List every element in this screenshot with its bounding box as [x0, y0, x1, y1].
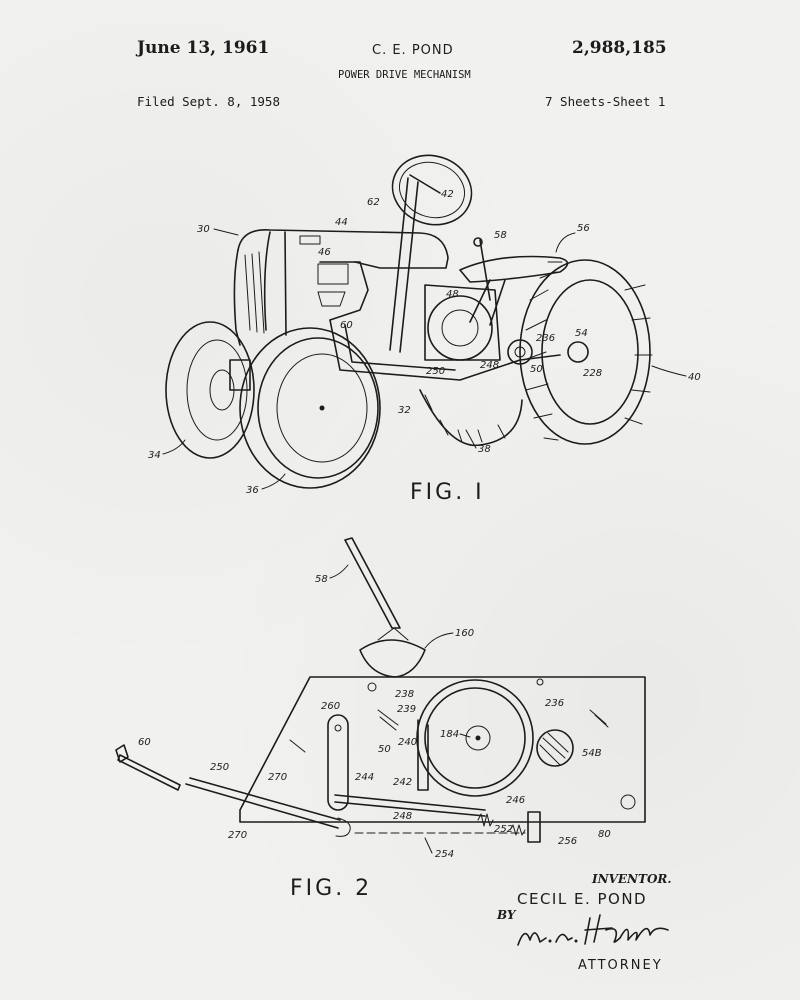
svg-text:54B: 54B — [582, 748, 602, 759]
steering-column — [389, 177, 409, 351]
front-right-wheel — [239, 327, 381, 489]
rear-right-tire — [519, 259, 651, 445]
svg-text:50: 50 — [378, 744, 391, 755]
link-260 — [327, 714, 349, 811]
svg-text:270: 270 — [268, 772, 287, 783]
filed-date: Filed Sept. 8, 1958 — [137, 94, 280, 109]
hood — [237, 229, 449, 269]
attorney-signature — [517, 914, 669, 946]
patent-date: June 13, 1961 — [137, 38, 270, 58]
steering-wheel — [391, 154, 473, 226]
svg-text:58: 58 — [315, 574, 328, 585]
svg-text:242: 242 — [393, 777, 412, 788]
svg-text:44: 44 — [335, 217, 348, 228]
svg-text:34: 34 — [148, 450, 161, 461]
svg-text:46: 46 — [318, 247, 331, 258]
fig2-mechanism-drawing: 58 160 238 239 236 260 50 240 184 54B 60… — [115, 537, 646, 860]
drive-pulley — [416, 679, 534, 797]
svg-text:248: 248 — [393, 811, 412, 822]
svg-text:60: 60 — [138, 737, 151, 748]
svg-text:260: 260 — [321, 701, 340, 712]
patent-title: POWER DRIVE MECHANISM — [338, 69, 471, 81]
svg-text:56: 56 — [577, 223, 590, 234]
svg-text:80: 80 — [598, 829, 611, 840]
fig2-label: FIG. 2 — [290, 876, 373, 901]
inventor-label: INVENTOR. — [592, 872, 672, 886]
svg-text:246: 246 — [506, 795, 525, 806]
svg-text:36: 36 — [246, 485, 259, 496]
svg-text:238: 238 — [395, 689, 414, 700]
svg-text:252: 252 — [494, 824, 513, 835]
seat — [459, 255, 569, 283]
svg-text:228: 228 — [583, 368, 602, 379]
svg-text:236: 236 — [536, 333, 555, 344]
rod-250 — [189, 777, 341, 821]
svg-text:32: 32 — [398, 405, 411, 416]
svg-text:38: 38 — [478, 444, 491, 455]
svg-text:248: 248 — [480, 360, 499, 371]
lever-boot — [359, 639, 426, 678]
attorney-label: ATTORNEY — [578, 958, 663, 973]
svg-text:270: 270 — [228, 830, 247, 841]
sheet-count: 7 Sheets-Sheet 1 — [545, 94, 666, 109]
svg-text:62: 62 — [367, 197, 380, 208]
svg-text:254: 254 — [435, 849, 454, 860]
patent-number: 2,988,185 — [572, 38, 667, 58]
inventor-header: C. E. POND — [372, 43, 454, 58]
frame — [329, 319, 561, 381]
svg-text:244: 244 — [355, 772, 374, 783]
svg-text:60: 60 — [340, 320, 353, 331]
gear-housing — [239, 676, 646, 823]
svg-text:58: 58 — [494, 230, 507, 241]
svg-text:54: 54 — [575, 328, 588, 339]
svg-text:256: 256 — [558, 836, 577, 847]
svg-text:236: 236 — [545, 698, 564, 709]
svg-text:42: 42 — [441, 189, 454, 200]
rear-left-tire — [419, 389, 523, 447]
svg-text:40: 40 — [688, 372, 701, 383]
drum-54b — [536, 729, 574, 767]
svg-text:160: 160 — [455, 628, 474, 639]
shift-lever — [344, 537, 401, 629]
svg-text:250: 250 — [210, 762, 229, 773]
fig1-tractor-drawing: 30 62 42 44 46 58 56 48 60 54 236 248 25… — [148, 154, 701, 496]
front-left-wheel — [165, 321, 255, 459]
fig1-label: FIG. I — [410, 480, 485, 505]
svg-text:48: 48 — [446, 289, 459, 300]
svg-text:50: 50 — [530, 364, 543, 375]
by-label: BY — [497, 908, 516, 922]
drive-housing — [427, 295, 493, 361]
svg-text:250: 250 — [426, 366, 445, 377]
inventor-name: CECIL E. POND — [517, 890, 648, 908]
svg-text:30: 30 — [197, 224, 210, 235]
svg-text:184: 184 — [440, 729, 459, 740]
svg-text:239: 239 — [397, 704, 416, 715]
svg-text:240: 240 — [398, 737, 417, 748]
hand-lever-60 — [117, 754, 181, 791]
